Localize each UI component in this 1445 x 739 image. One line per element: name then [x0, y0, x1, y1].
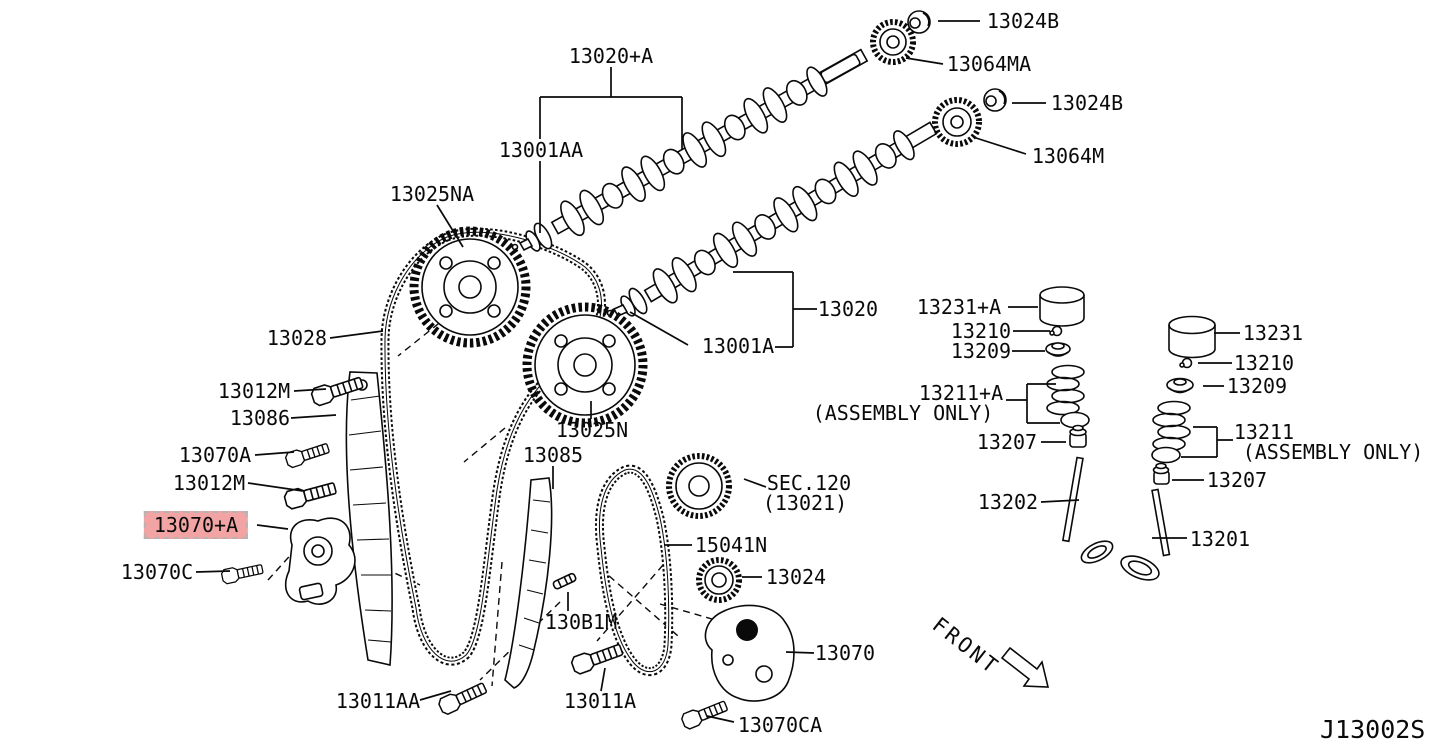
- bolt-13070a-drawing: [283, 439, 332, 470]
- alignment-dashed-lines: [267, 315, 713, 687]
- cover-13070-drawing: [704, 604, 795, 702]
- valve-lifter-13231-drawing: [1168, 315, 1216, 359]
- part-label-13064m[interactable]: 13064M: [1031, 144, 1105, 168]
- capnut-13024b-lower-drawing: [983, 88, 1007, 112]
- bolt-13070ca-drawing: [679, 697, 730, 731]
- part-label-13207-left[interactable]: 13207: [976, 430, 1038, 454]
- part-label-13231a[interactable]: 13231+A: [916, 295, 1002, 319]
- assembly-only-note-left: (ASSEMBLY ONLY): [812, 401, 994, 425]
- camshaft-1-end-pieces: [511, 222, 553, 252]
- part-label-15041n[interactable]: 15041N: [694, 533, 768, 557]
- part-label-13064ma[interactable]: 13064MA: [946, 52, 1032, 76]
- chain-tensioner-13070pa-drawing: [284, 517, 356, 605]
- part-label-13209-right[interactable]: 13209: [1226, 374, 1288, 398]
- capnut-13024b-top-drawing: [907, 10, 931, 34]
- cam-plate-13064ma-drawing: [870, 19, 916, 65]
- chain-guide-13086-drawing: [345, 371, 393, 666]
- collet-13210-right-drawing: [1179, 357, 1193, 369]
- part-label-13070[interactable]: 13070: [814, 641, 876, 665]
- part-label-13024b-top[interactable]: 13024B: [986, 9, 1060, 33]
- part-label-13070ca[interactable]: 13070CA: [737, 713, 823, 737]
- part-label-13001a[interactable]: 13001A: [701, 334, 775, 358]
- part-label-13024b-lower[interactable]: 13024B: [1050, 91, 1124, 115]
- part-label-13025n[interactable]: 13025N: [555, 418, 629, 442]
- camshaft-1-drawing: [550, 48, 869, 237]
- part-label-13209-left[interactable]: 13209: [950, 339, 1012, 363]
- camshaft-2-end-pieces: [606, 287, 648, 318]
- part-label-130b1m[interactable]: 130B1M: [544, 610, 618, 634]
- part-label-13020a[interactable]: 13020+A: [568, 44, 654, 68]
- part-label-13070a[interactable]: 13070A: [178, 443, 252, 467]
- valve-lifter-13231a-drawing: [1039, 286, 1085, 327]
- valve-13202-drawing: [1061, 456, 1114, 564]
- valve-spring-13211-left-drawing: [1046, 364, 1090, 429]
- leader-lines: [195, 20, 1240, 723]
- collet-13210-left-drawing: [1049, 325, 1063, 337]
- crank-sprocket-13021-drawing: [666, 453, 732, 519]
- cam-plate-13064m-drawing: [932, 97, 982, 147]
- valve-seal-13207-right-drawing: [1152, 462, 1170, 485]
- part-label-13085[interactable]: 13085: [522, 443, 584, 467]
- camshaft-2-drawing: [643, 121, 938, 304]
- cam-sprocket-13025na-drawing: [409, 226, 531, 348]
- part-label-13207-right[interactable]: 13207: [1206, 468, 1268, 492]
- pin-130b1m-drawing: [552, 572, 577, 590]
- part-label-sec120[interactable]: SEC.120: [766, 471, 852, 495]
- part-label-13210-right[interactable]: 13210: [1233, 351, 1295, 375]
- part-label-13012m-upper[interactable]: 13012M: [217, 379, 291, 403]
- gear-13024-drawing: [696, 557, 742, 603]
- bolt-13011aa-drawing: [436, 679, 490, 717]
- part-label-13070pa-highlighted[interactable]: 13070+A: [143, 511, 249, 539]
- part-label-13210-left[interactable]: 13210: [950, 319, 1012, 343]
- part-label-13001aa[interactable]: 13001AA: [498, 138, 584, 162]
- part-label-13070c[interactable]: 13070C: [120, 560, 194, 584]
- retainer-13209-left-drawing: [1045, 342, 1071, 357]
- part-label-13011a[interactable]: 13011A: [563, 689, 637, 713]
- bolt-13070c-drawing: [220, 561, 265, 586]
- front-arrow-icon: [1000, 646, 1050, 688]
- part-label-13024[interactable]: 13024: [765, 565, 827, 589]
- diagram-reference-code: J13002S: [1320, 715, 1426, 739]
- part-label-13020[interactable]: 13020: [817, 297, 879, 321]
- assembly-only-note-right: (ASSEMBLY ONLY): [1242, 440, 1424, 464]
- part-label-13086[interactable]: 13086: [229, 406, 291, 430]
- part-label-sec120-ref[interactable]: (13021): [762, 491, 848, 515]
- valve-13201-drawing: [1120, 488, 1171, 581]
- part-label-13211[interactable]: 13211: [1233, 420, 1295, 444]
- part-label-13231[interactable]: 13231: [1242, 321, 1304, 345]
- timing-chain-13028-drawing: [380, 227, 606, 666]
- valve-seal-13207-left-drawing: [1069, 424, 1087, 448]
- part-label-13025na[interactable]: 13025NA: [389, 182, 475, 206]
- part-label-13028[interactable]: 13028: [266, 326, 328, 350]
- chain-guide-13085-drawing: [504, 477, 553, 689]
- retainer-13209-right-drawing: [1166, 377, 1194, 394]
- part-label-13012m-lower[interactable]: 13012M: [172, 471, 246, 495]
- part-label-13011aa[interactable]: 13011AA: [335, 689, 421, 713]
- valve-spring-13211-right-drawing: [1151, 400, 1191, 464]
- cam-sprocket-13025n-drawing: [522, 302, 648, 428]
- part-label-13201[interactable]: 13201: [1189, 527, 1251, 551]
- part-label-13211a[interactable]: 13211+A: [918, 381, 1004, 405]
- bolt-13011a-drawing: [569, 640, 626, 677]
- bolt-13012m-lower-drawing: [282, 478, 339, 511]
- part-label-13202[interactable]: 13202: [977, 490, 1039, 514]
- balancer-chain-15041n-drawing: [594, 464, 674, 677]
